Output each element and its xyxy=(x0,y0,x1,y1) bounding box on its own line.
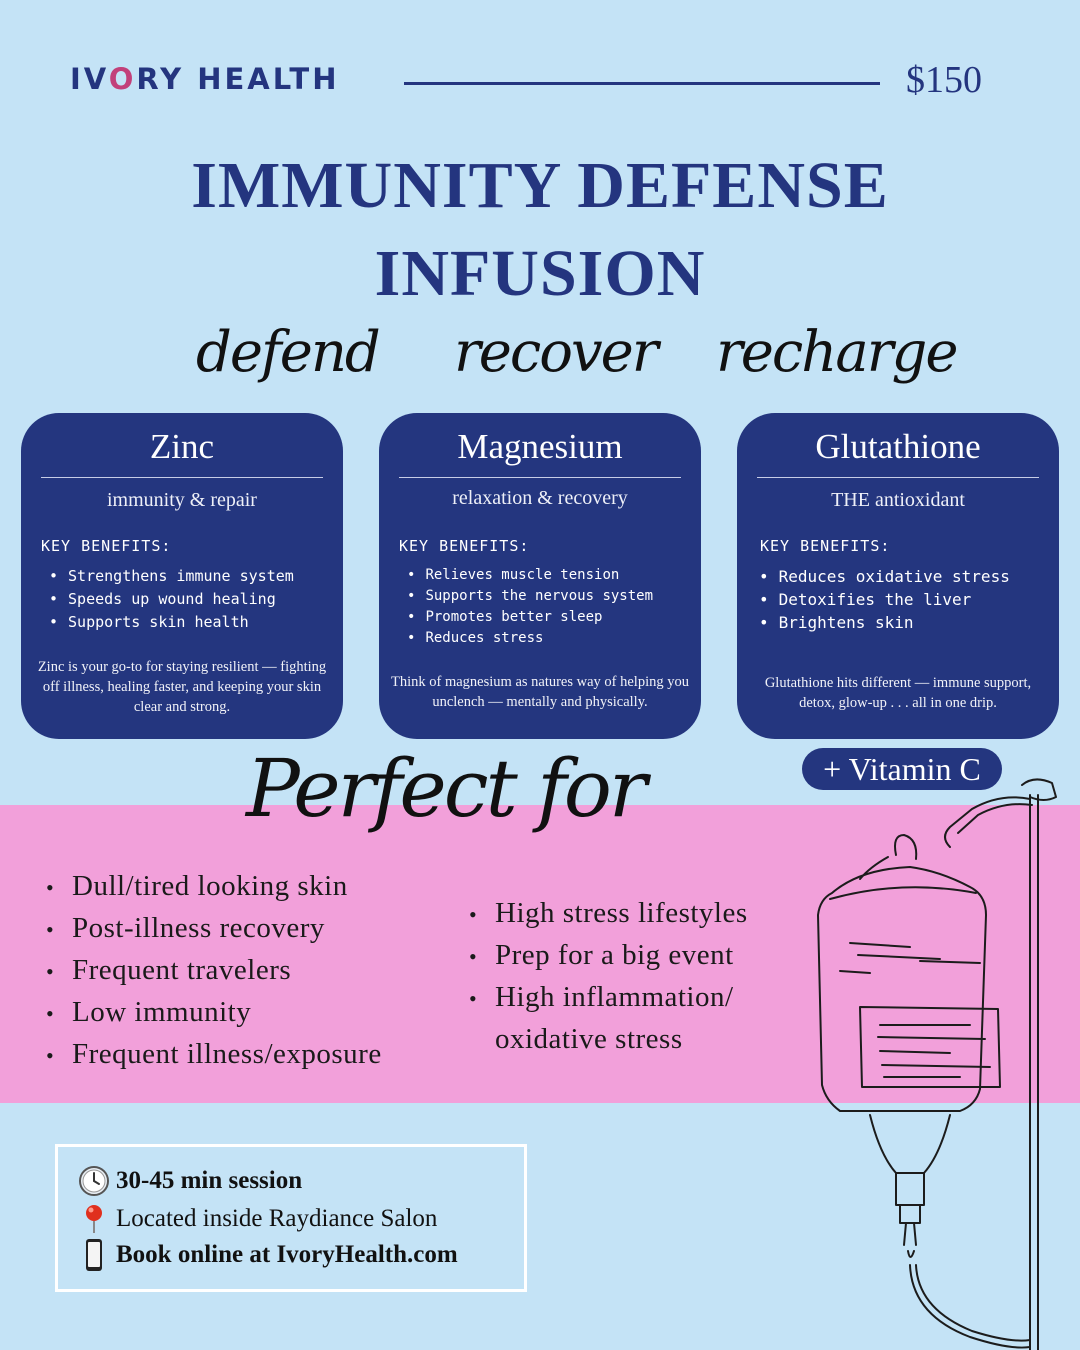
session-duration-row: 30-45 min session xyxy=(74,1163,302,1199)
list-item: Speeds up wound healing xyxy=(49,588,294,611)
list-item: Relieves muscle tension xyxy=(407,565,653,586)
list-item: Reduces stress xyxy=(407,628,653,649)
list-item: •Prep for a big event xyxy=(469,939,734,971)
key-benefits-label: KEY BENEFITS: xyxy=(399,537,530,555)
tagline-recharge: recharge xyxy=(716,320,958,385)
card-divider xyxy=(399,477,681,478)
card-subtitle: relaxation & recovery xyxy=(452,487,628,509)
benefit-list: Relieves muscle tension Supports the ner… xyxy=(407,565,653,649)
list-item: •High stress lifestyles xyxy=(469,897,748,929)
drop-icon: O xyxy=(108,62,137,96)
list-item-continuation: oxidative stress xyxy=(495,1023,683,1055)
card-subtitle: THE antioxidant xyxy=(831,489,965,511)
brand-logo-text-post: RY HEALTH xyxy=(136,62,340,96)
card-title: Glutathione xyxy=(815,427,981,466)
perfect-for-list-right: •High stress lifestyles •Prep for a big … xyxy=(469,892,748,1060)
clock-icon xyxy=(74,1163,114,1199)
iv-bag-illustration xyxy=(817,778,1057,1350)
list-item: Supports skin health xyxy=(49,611,294,634)
list-item: Promotes better sleep xyxy=(407,607,653,628)
addon-badge-vitamin-c: + Vitamin C xyxy=(802,748,1002,790)
list-item: •Post-illness recovery xyxy=(46,912,325,944)
key-benefits-label: KEY BENEFITS: xyxy=(760,537,891,555)
key-benefits-label: KEY BENEFITS: xyxy=(41,537,172,555)
list-item: •Dull/tired looking skin xyxy=(46,870,348,902)
list-item: Reduces oxidative stress xyxy=(759,565,1010,588)
location-text: Located inside Raydiance Salon xyxy=(116,1205,438,1232)
card-subtitle: immunity & repair xyxy=(107,489,257,511)
list-item: •Low immunity xyxy=(46,996,252,1028)
header-divider xyxy=(404,82,880,85)
booking-row: Book online at IvoryHealth.com xyxy=(74,1237,458,1273)
location-row: Located inside Raydiance Salon xyxy=(74,1201,437,1237)
list-item: •Frequent illness/exposure xyxy=(46,1038,382,1070)
card-divider xyxy=(757,477,1039,478)
session-duration: 30-45 min session xyxy=(116,1167,303,1194)
card-title: Zinc xyxy=(149,427,215,466)
ingredient-card-magnesium: Magnesium relaxation & recovery KEY BENE… xyxy=(379,413,701,739)
list-item: Strengthens immune system xyxy=(49,565,294,588)
perfect-for-heading: Perfect for xyxy=(246,742,647,835)
tagline-defend: defend xyxy=(196,320,381,385)
phone-icon xyxy=(74,1237,114,1273)
location-pin-icon xyxy=(74,1201,114,1237)
tagline-recover: recover xyxy=(454,320,659,385)
list-item: Detoxifies the liver xyxy=(759,588,1010,611)
ingredient-card-zinc: Zinc immunity & repair KEY BENEFITS: Str… xyxy=(21,413,343,739)
card-divider xyxy=(41,477,323,478)
ingredient-card-glutathione: Glutathione THE antioxidant KEY BENEFITS… xyxy=(737,413,1059,739)
perfect-for-band xyxy=(0,805,1080,1103)
card-description: Think of magnesium as natures way of hel… xyxy=(391,674,689,710)
benefit-list: Strengthens immune system Speeds up woun… xyxy=(49,565,294,634)
perfect-for-list-left: •Dull/tired looking skin •Post-illness r… xyxy=(46,865,382,1075)
card-title: Magnesium xyxy=(457,427,623,466)
list-item: Supports the nervous system xyxy=(407,586,653,607)
price: $150 xyxy=(906,59,982,101)
list-item: •High inflammation/ xyxy=(469,981,734,1013)
list-item: •Frequent travelers xyxy=(46,954,292,986)
brand-logo-text-pre: IV xyxy=(70,62,109,96)
benefit-list: Reduces oxidative stress Detoxifies the … xyxy=(759,565,1010,634)
booking-link[interactable]: Book online at IvoryHealth.com xyxy=(116,1241,458,1268)
list-item: Brightens skin xyxy=(759,611,1010,634)
card-description: Zinc is your go-to for staying resilient… xyxy=(37,659,327,715)
brand-logo: IVORY HEALTH xyxy=(70,62,340,96)
page-title-line-2: INFUSION xyxy=(374,237,706,310)
page-title-line-1: IMMUNITY DEFENSE xyxy=(191,149,889,222)
card-description: Glutathione hits different — immune supp… xyxy=(764,675,1032,711)
session-info-box: 30-45 min session Located inside Raydian… xyxy=(55,1144,527,1292)
